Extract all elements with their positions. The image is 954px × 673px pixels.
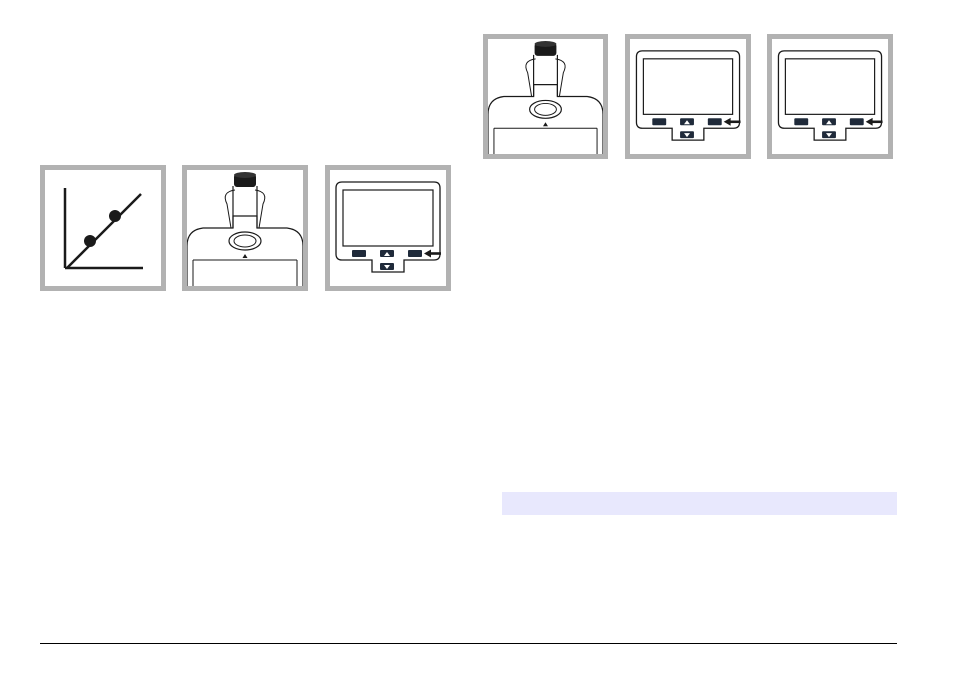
calibration-curve-icon (45, 170, 161, 286)
press-right-key-icon (630, 39, 746, 154)
vial-in-meter-panel-2 (483, 34, 608, 159)
footer-rule (40, 643, 897, 644)
press-right-key-icon (330, 170, 446, 286)
keypad-panel-2 (625, 34, 751, 159)
keypad-panel-3 (767, 34, 893, 159)
vial-in-meter-panel (182, 165, 308, 291)
press-right-key-icon (772, 39, 888, 154)
keypad-panel (325, 165, 451, 291)
sample-vial-in-cell-icon (488, 39, 603, 154)
calibration-graph-panel (40, 165, 166, 291)
sample-vial-in-cell-icon (187, 170, 303, 286)
note-highlight-band (502, 492, 897, 515)
